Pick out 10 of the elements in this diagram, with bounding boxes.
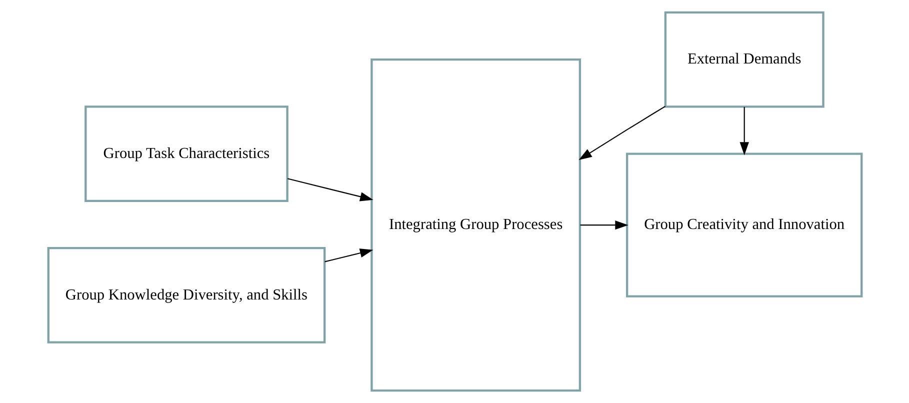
arrow — [286, 178, 373, 202]
arrow — [578, 106, 666, 160]
arrow — [580, 220, 628, 230]
node-box: Group Creativity and Innovation — [625, 152, 862, 298]
node-box: Integrating Group Processes — [370, 58, 581, 392]
arrow — [324, 248, 373, 262]
node-box: Group Task Characteristics — [84, 106, 288, 202]
arrow — [739, 106, 748, 156]
node-box: Group Knowledge Diversity, and Skills — [46, 246, 326, 344]
node-box: External Demands — [664, 11, 824, 108]
